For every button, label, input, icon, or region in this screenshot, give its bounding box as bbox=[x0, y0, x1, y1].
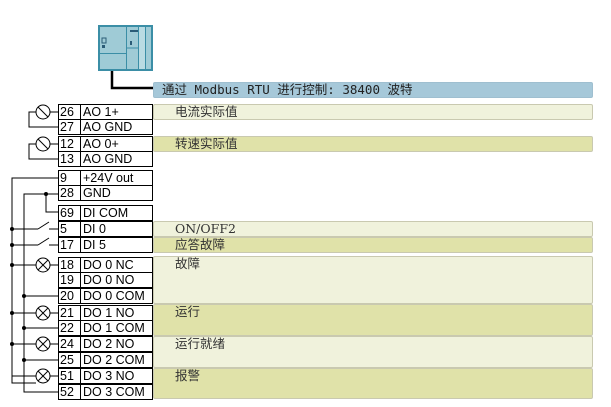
terminal-label: DO 1 COM bbox=[83, 321, 145, 335]
terminal-number: 52 bbox=[59, 385, 81, 399]
terminal-number: 69 bbox=[59, 206, 81, 220]
function-bar-acknowledge-fault: 应答故障 bbox=[153, 237, 593, 253]
function-bar-speed-actual: 转速实际值 bbox=[153, 136, 593, 152]
terminal-label: DO 0 NO bbox=[83, 273, 135, 287]
function-bar-current-actual: 电流实际值 bbox=[153, 104, 593, 120]
terminal-label: AO 1+ bbox=[83, 105, 119, 119]
terminal-label: AO 0+ bbox=[83, 137, 119, 151]
meter-icon bbox=[28, 136, 58, 160]
terminal-label: AO GND bbox=[83, 152, 133, 166]
terminal-label: AO GND bbox=[83, 120, 133, 134]
terminal-label: DI 5 bbox=[83, 238, 106, 252]
terminal-number: 25 bbox=[59, 353, 81, 367]
terminal-number: 24 bbox=[59, 337, 81, 351]
function-bar-fault: 故障 bbox=[153, 256, 593, 304]
terminal-number: 22 bbox=[59, 321, 81, 335]
terminal-number: 28 bbox=[59, 186, 81, 200]
terminal-label: DO 0 COM bbox=[83, 289, 145, 303]
terminal-label: DO 3 NO bbox=[83, 369, 135, 383]
terminal-number: 13 bbox=[59, 152, 81, 166]
terminal-label: DO 0 NC bbox=[83, 258, 134, 272]
terminal-number: 26 bbox=[59, 105, 81, 119]
terminal-number: 27 bbox=[59, 120, 81, 134]
lamp-icon bbox=[10, 336, 58, 352]
terminal-label: DO 2 NO bbox=[83, 337, 135, 351]
lamp-icon bbox=[10, 257, 58, 273]
terminal-number: 19 bbox=[59, 273, 81, 287]
terminal-label: DO 1 NO bbox=[83, 306, 135, 320]
meter-icon bbox=[28, 104, 58, 128]
lamp-icon bbox=[10, 305, 58, 321]
terminal-number: 51 bbox=[59, 369, 81, 383]
terminal-label: +24V out bbox=[83, 171, 134, 185]
terminal-number: 21 bbox=[59, 306, 81, 320]
terminal-number: 20 bbox=[59, 289, 81, 303]
lamp-icon bbox=[12, 368, 58, 384]
function-bar-ready: 运行就绪 bbox=[153, 336, 593, 368]
terminal-number: 17 bbox=[59, 238, 81, 252]
terminal-row: 9+24V out bbox=[58, 170, 153, 186]
terminal-number: 5 bbox=[59, 222, 81, 236]
terminal-number: 18 bbox=[59, 258, 81, 272]
terminal-label: DI COM bbox=[83, 206, 129, 220]
function-bar-alarm: 报警 bbox=[153, 368, 593, 399]
terminal-label: DI 0 bbox=[83, 222, 106, 236]
terminal-label: DO 3 COM bbox=[83, 385, 145, 399]
control-mode-banner: 通过 Modbus RTU 进行控制: 38400 波特 bbox=[153, 82, 593, 98]
terminal-number: 9 bbox=[59, 171, 81, 185]
terminal-label: DO 2 COM bbox=[83, 353, 145, 367]
terminal-label: GND bbox=[83, 186, 111, 200]
inverter-device-icon bbox=[98, 25, 153, 71]
function-bar-on-off2: ON/OFF2 bbox=[153, 221, 593, 237]
function-bar-run: 运行 bbox=[153, 304, 593, 336]
terminal-number: 12 bbox=[59, 137, 81, 151]
